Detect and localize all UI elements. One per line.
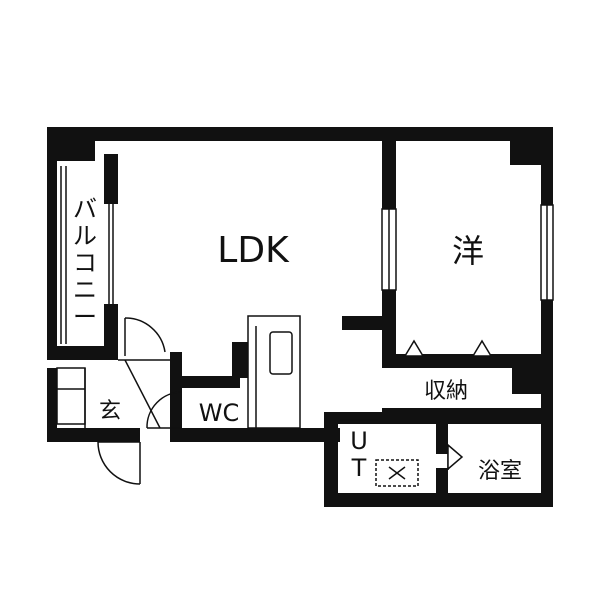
wall-wc-top — [170, 376, 240, 388]
room-labels: LDK 洋 収納 玄 WC 浴室 — [99, 230, 522, 484]
storage-door-right — [471, 339, 493, 357]
room-label-entrance: 玄 — [99, 399, 121, 424]
wall-ldk-western-bottom — [382, 290, 396, 354]
wall-balcony-bottom — [47, 346, 118, 360]
room-label-balcony: バルコニー — [73, 195, 97, 331]
wall-western-bottom — [382, 354, 553, 368]
room-label-storage: 収納 — [424, 379, 468, 404]
wall-ldk-left-bottom — [104, 304, 118, 346]
wall-storage-corner — [512, 360, 553, 394]
wall-bottom-left — [47, 428, 140, 442]
room-label-wc: WC — [199, 399, 240, 427]
storage-door-left — [403, 339, 425, 357]
wall-ut-left — [324, 412, 338, 506]
balcony-window — [60, 166, 114, 344]
wall-entrance-left — [47, 368, 57, 438]
wall-left — [47, 127, 57, 357]
room-label-western: 洋 — [452, 232, 484, 270]
entrance-lines — [56, 317, 183, 485]
wall-right — [541, 127, 553, 507]
wall-corner-top-right — [510, 127, 553, 165]
wall-ut-bottom — [324, 493, 553, 507]
wall-ldk-left-top — [104, 154, 118, 204]
wall-ut-bath — [436, 424, 448, 454]
room-label-bath: 浴室 — [478, 459, 522, 484]
room-label-ldk: LDK — [217, 230, 290, 271]
wall-ut-bath-low — [436, 468, 448, 494]
windows — [381, 204, 554, 301]
storage-doors — [402, 339, 500, 357]
kitchen-sink — [269, 331, 293, 375]
wall-top — [47, 127, 553, 141]
wall-wc-left-block — [170, 352, 182, 428]
laundry-pan — [340, 419, 464, 487]
wall-stub-ldk — [342, 316, 388, 330]
wall-ut-top — [324, 412, 553, 424]
walls — [47, 127, 553, 507]
wall-ldk-western-top — [382, 127, 396, 209]
wall-bottom-mid — [170, 428, 340, 442]
kitchen — [247, 315, 301, 429]
